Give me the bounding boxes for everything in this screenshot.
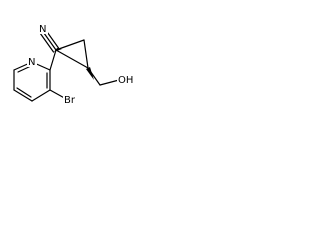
label-mask-bromine bbox=[63, 93, 82, 106]
wedge-bond-nitrile bbox=[54, 48, 62, 52]
bond-cyclopropane-left bbox=[55, 49, 89, 69]
bond-ring-link bbox=[49, 49, 57, 71]
nitrile-nitrogen-label: N bbox=[39, 24, 46, 35]
chemical-structure-diagram: N N Br OH bbox=[13, 23, 137, 106]
bond-pyridine-c4-c5 bbox=[13, 89, 33, 102]
bond-cyclopropane-right bbox=[83, 39, 89, 69]
bond-pyridine-c3-c4 bbox=[31, 89, 51, 102]
label-mask-hydroxyl bbox=[117, 73, 137, 85]
label-mask-nitrile-n bbox=[38, 23, 48, 34]
wedge-bond-hydroxymethyl bbox=[86, 67, 94, 80]
bond-nitrile-2 bbox=[39, 32, 55, 53]
atom-label-layer: N N Br OH bbox=[27, 23, 137, 106]
bond-nitrile-1 bbox=[41, 30, 57, 51]
label-mask-ring-n bbox=[27, 55, 37, 67]
bromine-label: Br bbox=[64, 95, 76, 106]
bond-layer bbox=[13, 28, 120, 102]
bond-pyridine-double-2 bbox=[16, 87, 32, 98]
hydroxyl-label: OH bbox=[118, 75, 133, 86]
ring-nitrogen-label: N bbox=[28, 57, 35, 68]
bond-cyclopropane-top bbox=[55, 39, 85, 51]
bond-hydroxymethyl-2 bbox=[99, 79, 120, 86]
